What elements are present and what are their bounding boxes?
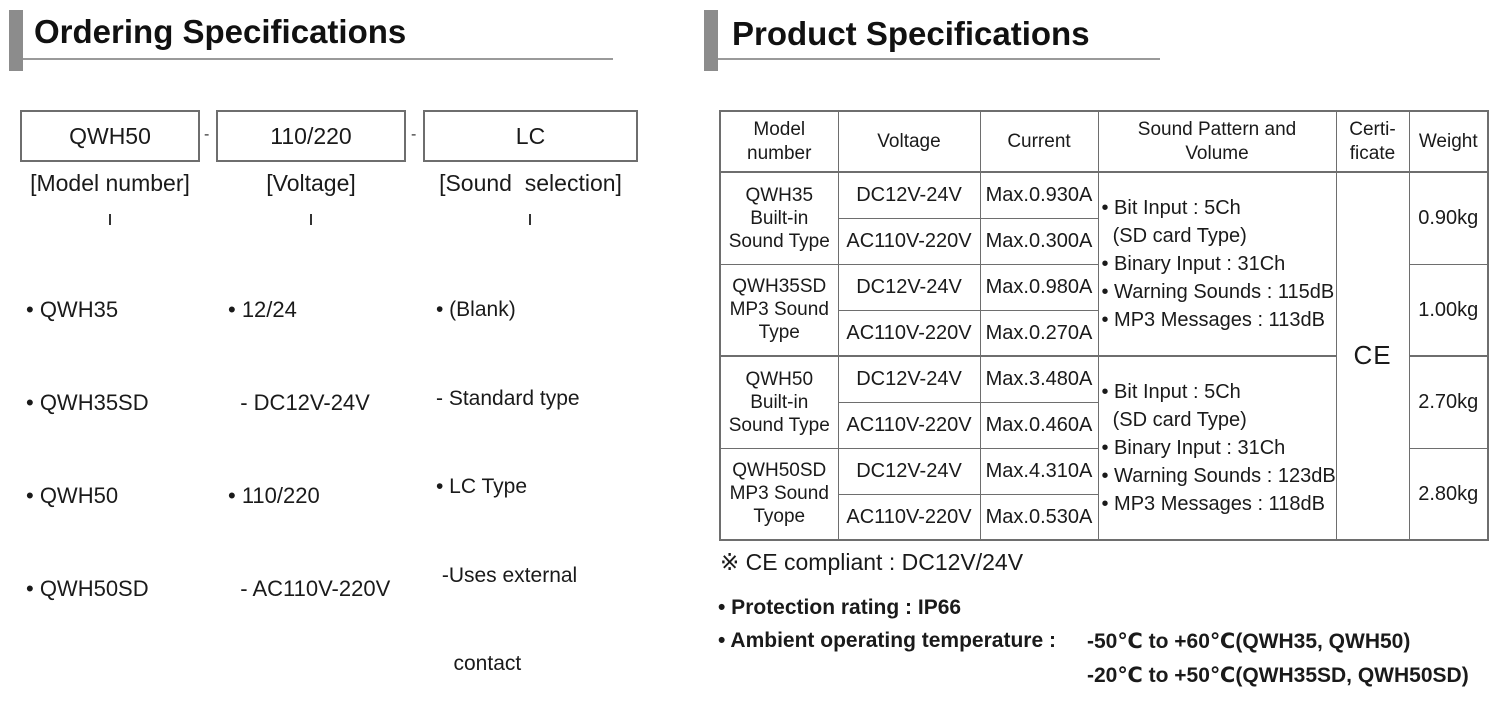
separator-dot-1: - <box>204 126 210 143</box>
current-cell: Max.4.310A <box>979 447 1099 495</box>
list-item: • LC Type <box>436 475 528 498</box>
table-row: QWH35 Built-in Sound Type DC12V-24V Max.… <box>719 171 1489 541</box>
voltage-cell: DC12V-24V <box>837 171 981 219</box>
table-row: AC110V-220V Max.0.270A <box>720 309 1488 357</box>
header-certificate: Certi- ficate <box>1335 110 1410 173</box>
current-cell: Max.3.480A <box>979 355 1099 403</box>
weight-cell: 0.90kg <box>1408 171 1489 265</box>
table-row: AC110V-220V Max.0.460A <box>720 401 1488 449</box>
header-voltage: Voltage <box>837 110 981 173</box>
voltage-options-list: • 12/24 - DC12V-24V • 110/220 - AC110V-2… <box>228 232 390 635</box>
current-cell: Max.0.270A <box>979 309 1099 357</box>
sound-feature: • Warning Sounds : 123dB <box>1101 465 1336 487</box>
table-row: AC110V-220V Max.0.300A <box>720 217 1488 265</box>
voltage-cell: AC110V-220V <box>837 493 981 541</box>
ce-compliance-note: ※ CE compliant : DC12V/24V <box>720 549 1024 575</box>
weight-cell: 1.00kg <box>1408 263 1489 357</box>
table-header-row: Model number Voltage Current Sound Patte… <box>719 110 1489 173</box>
ordering-title: Ordering Specifications <box>34 13 407 50</box>
sound-feature: • MP3 Messages : 113dB <box>1101 309 1325 331</box>
ordering-title-underline <box>23 58 613 60</box>
table-row: QWH50 Built-in Sound Type DC12V-24V Max.… <box>719 355 1489 541</box>
model-tick <box>109 214 111 225</box>
list-item: - Standard type <box>436 386 580 410</box>
model-number-box: QWH50 <box>20 110 200 162</box>
current-cell: Max.0.300A <box>979 217 1099 265</box>
voltage-cell: AC110V-220V <box>837 309 981 357</box>
temperature-range-2: -20℃ to +50℃(QWH35SD, QWH50SD) <box>1087 664 1469 687</box>
product-title: Product Specifications <box>732 15 1090 52</box>
voltage-cell: DC12V-24V <box>837 263 981 311</box>
model-options-list: • QWH35 • QWH35SD • QWH50 • QWH50SD <box>26 232 149 635</box>
weight-cell: 2.70kg <box>1408 355 1489 449</box>
sound-tick <box>529 214 531 225</box>
model-cell: QWH50 Built-in Sound Type <box>719 355 839 449</box>
voltage-cell: DC12V-24V <box>837 447 981 495</box>
weight-cell: 2.80kg <box>1408 447 1489 541</box>
list-item: • (Blank) <box>436 298 516 321</box>
sound-feature: • Warning Sounds : 115dB <box>1101 281 1335 303</box>
list-item: - AC110V-220V <box>228 576 391 601</box>
list-item: -Uses external <box>436 563 578 587</box>
current-cell: Max.0.460A <box>979 401 1099 449</box>
product-spec-table: Model number Voltage Current Sound Patte… <box>719 110 1489 541</box>
table-row: AC110V-220V Max.0.530A <box>720 493 1488 541</box>
list-item: • 12/24 <box>228 297 297 322</box>
list-item: contact <box>436 652 522 675</box>
temperature-label: • Ambient operating temperature : <box>718 629 1062 652</box>
temperature-range-1: -50℃ to +60℃(QWH35, QWH50) <box>1087 630 1411 653</box>
sound-options-list: • (Blank) - Standard type • LC Type -Use… <box>436 236 580 708</box>
current-cell: Max.0.530A <box>979 493 1099 541</box>
list-item: • QWH35 <box>26 297 119 322</box>
header-weight: Weight <box>1408 110 1489 173</box>
voltage-box: 110/220 <box>216 110 406 162</box>
separator-dot-2: - <box>411 126 417 143</box>
header-model: Model number <box>719 110 839 173</box>
voltage-cell: AC110V-220V <box>837 401 981 449</box>
sound-feature: • MP3 Messages : 118dB <box>1101 493 1325 515</box>
voltage-cell: DC12V-24V <box>837 355 981 403</box>
sound-feature: • Binary Input : 31Ch <box>1101 253 1286 275</box>
header-current: Current <box>979 110 1099 173</box>
ordering-section-bar <box>9 10 23 71</box>
current-cell: Max.0.930A <box>979 171 1099 219</box>
current-cell: Max.0.980A <box>979 263 1099 311</box>
header-sound: Sound Pattern and Volume <box>1097 110 1337 173</box>
ce-mark-icon: CE <box>1353 339 1392 370</box>
sound-selection-box: LC <box>423 110 638 162</box>
model-number-label: [Model number] <box>30 170 190 196</box>
sound-feature: (SD card Type) <box>1101 409 1247 431</box>
voltage-label: [Voltage] <box>266 170 356 196</box>
voltage-cell: AC110V-220V <box>837 217 981 265</box>
list-item: • QWH35SD <box>26 390 149 415</box>
voltage-tick <box>310 214 312 225</box>
sound-feature: • Bit Input : 5Ch <box>1101 381 1241 403</box>
sound-pattern-cell: • Bit Input : 5Ch (SD card Type) • Binar… <box>1097 355 1337 541</box>
product-title-underline <box>718 58 1160 60</box>
list-item: - DC12V-24V <box>228 390 370 415</box>
sound-feature: • Binary Input : 31Ch <box>1101 437 1286 459</box>
list-item: • QWH50 <box>26 483 119 508</box>
sound-selection-label: [Sound selection] <box>439 170 622 196</box>
model-cell: QWH50SD MP3 Sound Tyope <box>719 447 839 541</box>
model-cell: QWH35 Built-in Sound Type <box>719 171 839 265</box>
list-item: • 110/220 <box>228 483 320 508</box>
sound-feature: (SD card Type) <box>1101 225 1247 247</box>
list-item: • QWH50SD <box>26 576 149 601</box>
product-section-bar <box>704 10 718 71</box>
model-cell: QWH35SD MP3 Sound Type <box>719 263 839 357</box>
sound-feature: • Bit Input : 5Ch <box>1101 197 1241 219</box>
certificate-cell: CE <box>1335 171 1410 541</box>
sound-pattern-cell: • Bit Input : 5Ch (SD card Type) • Binar… <box>1097 171 1337 357</box>
protection-rating: • Protection rating : IP66 <box>718 596 962 619</box>
